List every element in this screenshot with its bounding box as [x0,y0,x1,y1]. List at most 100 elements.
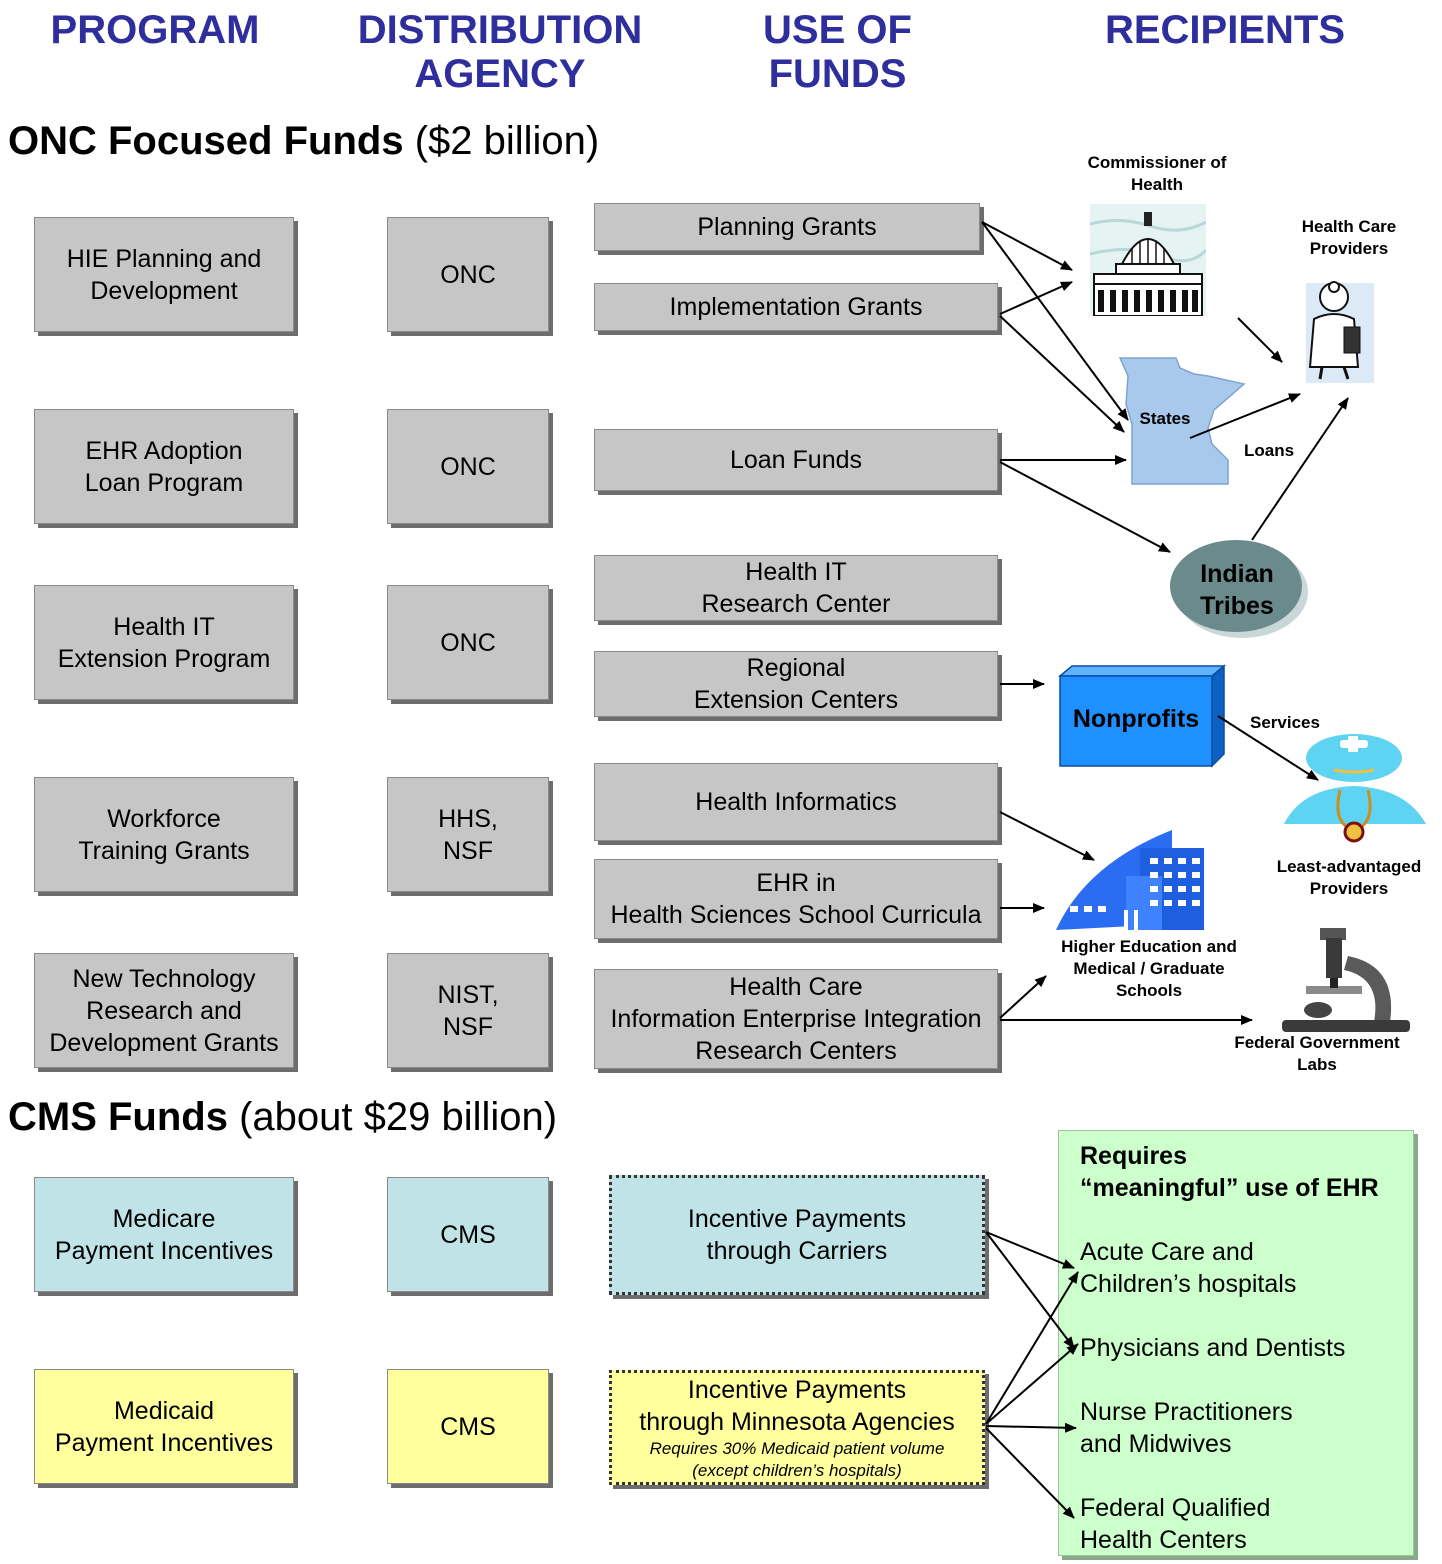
requirement-fqhc: Federal Qualified Health Centers [1080,1492,1270,1556]
requirement-line: Federal Qualified [1080,1494,1271,1522]
agency-label-line: NIST, [437,980,499,1009]
arrow-informatics-to-higher-ed [999,811,1095,861]
use-label-line: Health IT [745,558,847,586]
arrow-minnesota-to-fqhc [985,1427,1075,1519]
use-box-implementation-grants: Implementation Grants [594,283,998,331]
use-box-incentive-carriers: Incentive Payments through Carriers [609,1175,985,1295]
agency-label-line: ONC [440,452,496,481]
arrow-planning-to-states [981,221,1129,421]
arrow-loans-to-tribes [999,461,1171,553]
use-label-line: Planning Grants [697,213,877,241]
program-label-line: Health IT [113,612,215,641]
agency-label-line: CMS [440,1220,496,1249]
cms-section-title-amount: (about $29 billion) [227,1095,558,1139]
program-label-line: Medicare [112,1204,216,1233]
higher-ed-line: Higher Education and [1061,937,1237,956]
agency-box-onc-3: ONC [387,585,549,700]
arrow-tribes-to-providers [1251,397,1349,541]
requirement-line: and Midwives [1080,1430,1232,1458]
header-use-of-funds: USE OF FUNDS [730,8,945,96]
requirement-nurse-practitioners: Nurse Practitioners and Midwives [1080,1396,1293,1460]
agency-box-hhs-nsf: HHS, NSF [387,777,549,892]
agency-label-line: CMS [440,1412,496,1441]
header-recipients: RECIPIENTS [1104,8,1346,52]
least-advantaged-line: Least-advantaged [1276,857,1422,876]
commissioner-line: Commissioner of [1087,153,1227,172]
header-distribution-agency: DISTRIBUTION AGENCY [330,8,670,96]
federal-labs-line: Labs [1297,1055,1337,1074]
arrow-planning-to-commissioner [981,221,1073,271]
requirements-title-line: Requires [1080,1142,1187,1170]
agency-label-line: NSF [443,1012,493,1041]
indian-tribes-line: Tribes [1200,592,1274,620]
program-label-line: Payment Incentives [54,1428,274,1457]
agency-label-line: ONC [440,628,496,657]
least-advantaged-label: Least-advantaged Providers [1264,856,1434,900]
cms-section-title: CMS Funds (about $29 billion) [8,1094,557,1140]
use-label-line: Regional [746,654,846,682]
use-label-line: Incentive Payments [687,1375,907,1404]
use-label-line: Loan Funds [729,446,863,474]
use-label-line: Research Centers [695,1037,897,1065]
program-label-line: Workforce [107,804,221,833]
federal-labs-label: Federal Government Labs [1222,1032,1412,1076]
use-label-line: Health Care [729,973,863,1001]
onc-section-title-bold: ONC Focused Funds [8,119,404,163]
use-label-line: through Carriers [706,1237,888,1265]
use-box-ehr-curricula: EHR in Health Sciences School Curricula [594,859,998,939]
providers-line: Providers [1309,239,1389,258]
program-label-line: New Technology [72,964,256,993]
onc-section-title-amount: ($2 billion) [403,119,600,163]
use-box-loan-funds: Loan Funds [594,429,998,491]
use-label-line: through Minnesota Agencies [639,1407,955,1436]
program-label-line: Extension Program [57,644,271,673]
commissioner-line: Health [1131,175,1183,194]
use-label-line: Health Informatics [695,788,897,816]
arrow-minnesota-to-acute [985,1271,1079,1425]
program-label-line: EHR Adoption [85,436,243,465]
requirement-acute-care: Acute Care and Children’s hospitals [1080,1236,1296,1300]
program-box-health-it-extension: Health IT Extension Program [34,585,294,700]
arrow-minnesota-to-nurse [985,1422,1077,1433]
hospital-building-icon [1056,830,1204,930]
cms-section-title-bold: CMS Funds [8,1095,228,1139]
nonprofits-label: Nonprofits [1072,705,1200,733]
program-label-line: Loan Program [84,468,244,497]
arrow-minnesota-to-physicians [985,1343,1079,1425]
use-label-line: Implementation Grants [669,293,923,321]
arrow-implementation-to-states [999,315,1125,433]
program-label-line: Training Grants [78,836,250,865]
requirement-line: Physicians and Dentists [1080,1334,1346,1362]
program-label-line: Research and [86,996,242,1025]
agency-label-line: HHS, [438,804,498,833]
use-label-line: Health Sciences School Curricula [610,901,982,929]
loans-label: Loans [1243,441,1295,460]
use-box-health-informatics: Health Informatics [594,763,998,841]
requirement-line: Health Centers [1080,1526,1247,1554]
indian-tribes-ellipse [1170,540,1308,638]
requirement-physicians: Physicians and Dentists [1080,1332,1345,1364]
health-care-providers-label: Health Care Providers [1282,216,1416,260]
program-box-new-technology: New Technology Research and Development … [34,953,294,1068]
use-box-planning-grants: Planning Grants [594,203,980,251]
arrow-nonprofits-to-nurse [1217,715,1319,781]
agency-box-onc-1: ONC [387,217,549,332]
program-box-hie: HIE Planning and Development [34,217,294,332]
states-label: States [1139,409,1191,428]
higher-ed-line: Schools [1115,981,1183,1000]
indian-tribes-label: Indian Tribes [1178,558,1296,622]
use-label-line: Information Enterprise Integration [610,1005,982,1033]
use-label-line: Research Center [701,590,891,618]
microscope-icon [1282,928,1410,1032]
use-label-line: Extension Centers [693,686,899,714]
arrow-implementation-to-commissioner [999,281,1073,315]
agency-box-cms-medicaid: CMS [387,1369,549,1484]
agency-label-line: NSF [443,836,493,865]
arrow-carriers-to-physicians [985,1231,1075,1349]
requirements-title: Requires “meaningful” use of EHR [1080,1140,1379,1204]
higher-ed-line: Medical / Graduate [1073,959,1225,978]
providers-line: Health Care [1301,217,1397,236]
header-program: PROGRAM [50,8,260,52]
program-label-line: Medicaid [113,1396,215,1425]
use-box-enterprise-integration: Health Care Information Enterprise Integ… [594,969,998,1069]
